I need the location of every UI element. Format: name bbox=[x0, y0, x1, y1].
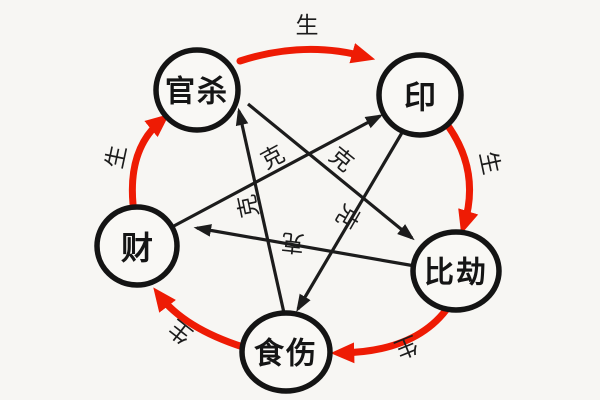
sheng-label-top: 生 bbox=[296, 13, 319, 39]
node-circle-guansha bbox=[153, 47, 241, 133]
sheng-arrow-yin-to-bijie bbox=[442, 119, 479, 235]
node-circle-bijie bbox=[410, 229, 502, 313]
node-label-guansha: 官杀 bbox=[165, 75, 229, 110]
ke-arrow-shishang-to-guansha bbox=[235, 107, 286, 314]
ke-arrow-guansha-to-bijie bbox=[246, 102, 415, 241]
sheng-label-bottom-left: 生 bbox=[164, 314, 198, 349]
overcoming-cycle-arrows bbox=[171, 102, 416, 314]
node-circle-shishang bbox=[239, 310, 333, 394]
generating-cycle-arrows bbox=[128, 43, 479, 364]
node-cai: 财 bbox=[94, 204, 180, 288]
sheng-arrow-bijie-to-shishang bbox=[330, 302, 453, 364]
sheng-label-right: 生 bbox=[474, 149, 504, 177]
node-label-shishang: 食伤 bbox=[254, 337, 318, 372]
node-shishang: 食伤 bbox=[239, 310, 333, 394]
sheng-label-left: 生 bbox=[102, 143, 132, 171]
ke-label-shishang-guansha: 克 bbox=[234, 192, 264, 220]
node-yin: 印 bbox=[376, 52, 464, 138]
sheng-arrow-cai-to-guansha bbox=[128, 113, 170, 208]
node-circle-cai bbox=[94, 204, 180, 288]
node-guansha: 官杀 bbox=[153, 47, 241, 133]
ke-arrow-bijie-to-cai bbox=[193, 224, 416, 268]
node-label-bijie: 比劫 bbox=[424, 256, 488, 291]
node-label-yin: 印 bbox=[404, 78, 436, 116]
sheng-arrow-shishang-to-cai bbox=[153, 287, 247, 351]
ke-arrow-yin-to-shishang bbox=[296, 130, 405, 313]
ke-arrow-cai-to-yin bbox=[171, 114, 384, 229]
node-circle-yin bbox=[376, 52, 464, 138]
node-bijie: 比劫 bbox=[410, 229, 502, 313]
node-label-cai: 财 bbox=[121, 229, 153, 267]
sheng-arrow-guansha-to-yin bbox=[236, 43, 376, 65]
ke-label-bijie-cai: 克 bbox=[280, 228, 306, 256]
ke-label-cai-yin: 克 bbox=[257, 141, 290, 175]
